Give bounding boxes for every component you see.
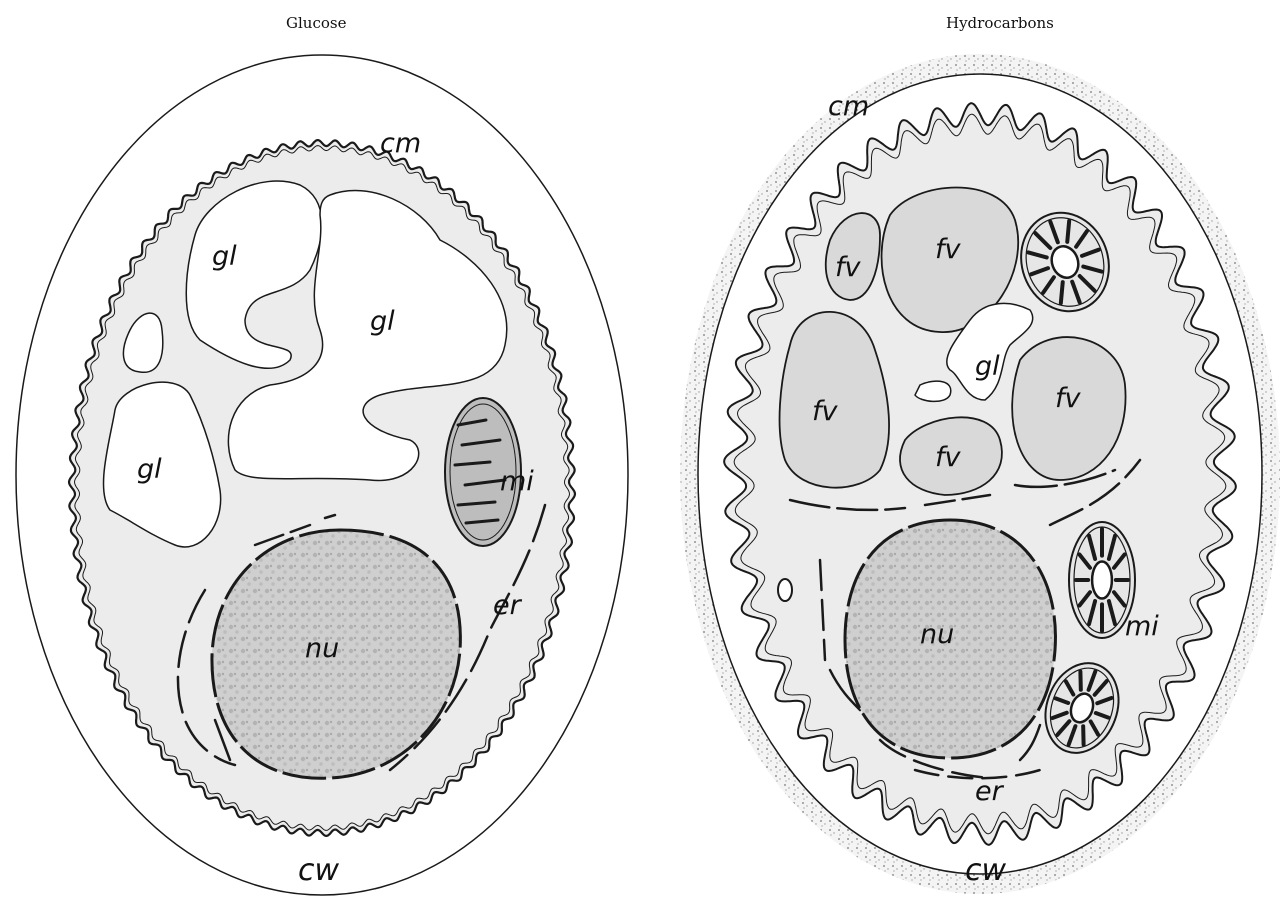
label-endoplasmic-reticulum: er [493, 590, 523, 621]
label-fat-vacuole: fv [935, 234, 962, 265]
label-fat-vacuole: fv [1055, 383, 1082, 414]
label-cell-wall: cw [965, 853, 1006, 888]
cell-hydrocarbons: cm fv fv gl fv fv fv mi nu er cw [680, 54, 1280, 894]
label-mitochondrion: mi [500, 466, 534, 497]
label-nucleus: nu [920, 619, 954, 650]
cell-glucose: cm gl gl gl mi er nu cw [16, 55, 628, 895]
label-mitochondrion: mi [1125, 611, 1159, 642]
panel-title-hydrocarbons: Hydrocarbons [946, 14, 1054, 32]
label-glycogen: gl [137, 454, 162, 485]
label-glycogen: gl [370, 306, 395, 337]
label-cell-wall: cw [298, 853, 339, 888]
label-fat-vacuole: fv [835, 252, 862, 283]
label-cell-membrane: cm [828, 91, 869, 122]
panel-title-glucose: Glucose [286, 14, 346, 32]
label-glycogen: gl [212, 241, 237, 272]
label-glycogen: gl [975, 351, 1000, 382]
label-fat-vacuole: fv [935, 442, 962, 473]
label-fat-vacuole: fv [812, 396, 839, 427]
label-endoplasmic-reticulum: er [975, 776, 1005, 807]
label-cell-membrane: cm [380, 128, 421, 159]
vesicle [778, 579, 792, 601]
label-nucleus: nu [305, 633, 339, 664]
